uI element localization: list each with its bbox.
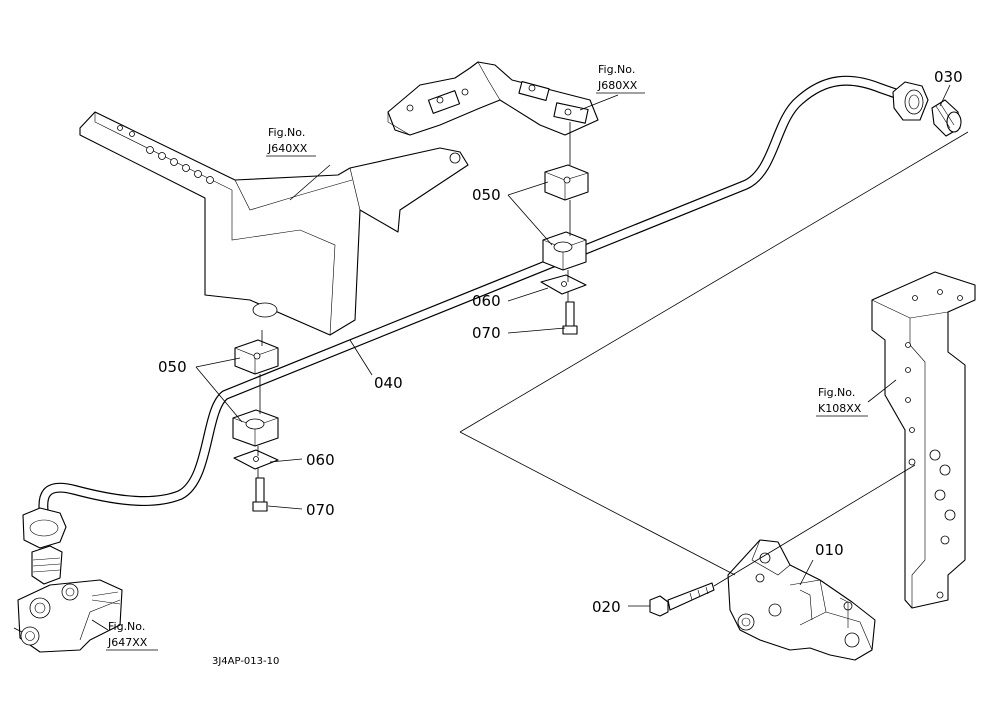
figref-k108-number: K108XX [818, 402, 862, 415]
figref-j640-number: J640XX [267, 142, 308, 155]
figure-reference-j647: Fig.No. J647XX [106, 620, 158, 651]
adapter-fitting-left [31, 545, 63, 585]
frame-bracket-k108 [871, 271, 976, 609]
pipe-nut-left [22, 507, 67, 549]
callout-040: 040 [374, 374, 403, 392]
adapter-fitting-030 [931, 99, 962, 137]
figure-reference-j640: Fig.No. J640XX [266, 126, 316, 157]
pipe-nut-right [892, 81, 929, 121]
callout-050-upper: 050 [472, 186, 501, 204]
callout-020: 020 [592, 598, 621, 616]
figref-j680-number: J680XX [597, 79, 638, 92]
figref-j647-label: Fig.No. [108, 620, 145, 633]
valve-block-j647 [17, 579, 123, 653]
callout-070-lower: 070 [306, 501, 335, 519]
hydraulic-pipe-040 [38, 75, 902, 521]
figref-j680-label: Fig.No. [598, 63, 635, 76]
figref-j647-number: J647XX [107, 636, 148, 649]
drawing-code: 3J4AP-013-10 [212, 656, 279, 667]
hydraulic-pump-010 [727, 539, 876, 661]
bolt-row [117, 125, 214, 184]
callout-060-lower: 060 [306, 451, 335, 469]
frame-bracket-j680 [387, 61, 599, 136]
leader-lines [91, 84, 951, 631]
clamp-set-upper [540, 164, 589, 335]
figure-reference-k108: Fig.No. K108XX [816, 386, 868, 417]
frame-bracket-j640 [79, 111, 469, 336]
figure-reference-j680: Fig.No. J680XX [596, 63, 645, 94]
mounting-bolt-020 [649, 582, 715, 617]
callout-030: 030 [934, 68, 963, 86]
callout-labels: 010 020 030 040 050 050 060 060 070 070 [158, 68, 963, 616]
callout-060-upper: 060 [472, 292, 501, 310]
figref-k108-label: Fig.No. [818, 386, 855, 399]
figref-j640-label: Fig.No. [268, 126, 305, 139]
callout-070-upper: 070 [472, 324, 501, 342]
callout-010: 010 [815, 541, 844, 559]
clamp-set-lower [232, 339, 279, 512]
callout-050-lower: 050 [158, 358, 187, 376]
alignment-guides [13, 122, 969, 633]
